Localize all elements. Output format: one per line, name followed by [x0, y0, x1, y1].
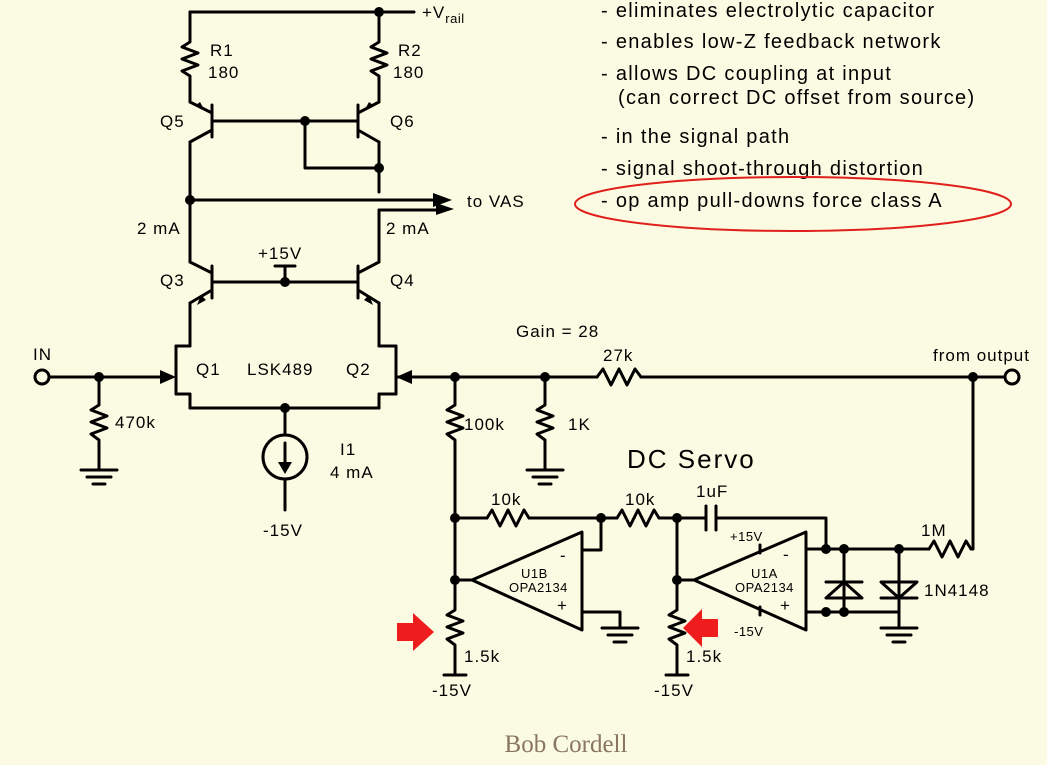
note-item: - signal shoot-through distortion: [601, 158, 924, 180]
r10k-a-label: 10k: [491, 490, 521, 509]
current-left-label: 2 mA: [137, 219, 181, 238]
r2-value: 180: [393, 63, 424, 82]
minus15-a-label: -15V: [432, 681, 472, 700]
note-item: - eliminates electrolytic capacitor: [601, 0, 936, 22]
to-vas-wire: to VAS: [185, 192, 525, 211]
u1a-plus15-label: +15V: [730, 529, 763, 544]
q4-label: Q4: [390, 271, 415, 290]
u1a-minus15-label: -15V: [734, 624, 763, 639]
vrail-rail: +Vrail: [188, 3, 465, 26]
minus15-b-label: -15V: [654, 681, 694, 700]
resistor-r1: R1 180: [180, 10, 239, 104]
transistor-q5: Q5: [160, 100, 214, 202]
u1b-label: U1B: [521, 566, 548, 581]
u1a-part-label: OPA2134: [735, 580, 794, 595]
output-terminal[interactable]: [1003, 368, 1021, 386]
red-arrow-left: [397, 613, 434, 651]
jfet-q1: Q1: [174, 344, 221, 410]
q6-label: Q6: [390, 112, 415, 131]
r1-5k-b-label: 1.5k: [686, 647, 722, 666]
q3-label: Q3: [160, 271, 185, 290]
arrow-2ma-right: [436, 203, 454, 215]
note-item: - enables low-Z feedback network: [601, 31, 942, 53]
in-label: IN: [33, 345, 52, 364]
minus15-top-label: -15V: [263, 521, 303, 540]
opamp-u1b: - + U1B OPA2134: [470, 516, 640, 644]
resistor-1m: 1M: [915, 375, 975, 559]
right-branch-current: [377, 208, 438, 264]
from-output-label: from output: [933, 346, 1030, 365]
u1b-part-label: OPA2134: [509, 580, 568, 595]
note-item: - op amp pull-downs force class A: [601, 190, 943, 212]
resistor-r2: R2 180: [369, 10, 424, 104]
current-source-i1: I1 4 mA -15V: [261, 406, 374, 540]
r27k-label: 27k: [603, 346, 633, 365]
vrail-label: +Vrail: [422, 3, 465, 26]
servo-wiring: 10k 10k 1uF: [450, 482, 828, 551]
r1-5k-a-label: 1.5k: [464, 647, 500, 666]
u1b-plus: +: [557, 596, 568, 615]
r470k-label: 470k: [115, 413, 156, 432]
red-arrow-right: [683, 609, 718, 647]
gain-label: Gain = 28: [516, 322, 599, 341]
current-right-label: 2 mA: [386, 219, 430, 238]
u1a-plus: +: [780, 596, 791, 615]
transistor-q6: Q6: [356, 100, 415, 194]
r1k-label: 1K: [568, 415, 591, 434]
cascode-bias: +15V: [210, 244, 360, 287]
notes-list: - eliminates electrolytic capacitor - en…: [574, 0, 1012, 232]
diode-label: 1N4148: [924, 581, 990, 600]
c1uf-label: 1uF: [696, 482, 728, 501]
diodes-1n4148: 1N4148: [821, 544, 990, 644]
q1-label: Q1: [196, 360, 221, 379]
r10k-b-label: 10k: [625, 490, 655, 509]
opamp-u1a: - + U1A OPA2134 +15V -15V: [692, 529, 828, 639]
q5-label: Q5: [160, 112, 185, 131]
r1m-label: 1M: [921, 521, 947, 540]
jfet-q2: Q2: [346, 344, 398, 410]
r1-value: 180: [208, 63, 239, 82]
author-credit: Bob Cordell: [505, 731, 628, 758]
i1-label: I1: [340, 440, 356, 459]
input-terminal[interactable]: [33, 368, 51, 386]
resistor-1k: 1K: [525, 375, 591, 486]
mirror-base-wiring: [210, 116, 384, 173]
dc-servo-title: DC Servo: [627, 444, 756, 474]
r1-label: R1: [210, 41, 234, 60]
resistor-100k: 100k: [445, 375, 505, 520]
note-item: - allows DC coupling at input: [601, 63, 892, 85]
note-item: (can correct DC offset from source): [618, 87, 975, 109]
note-item: - in the signal path: [601, 126, 790, 148]
to-vas-label: to VAS: [467, 192, 525, 211]
plus15-top-label: +15V: [258, 244, 302, 263]
r2-label: R2: [398, 41, 422, 60]
u1a-minus: -: [783, 545, 790, 564]
feedback-network: Gain = 28 27k from output: [394, 322, 1030, 387]
highlight-ellipse: [574, 176, 1012, 232]
q2-label: Q2: [346, 360, 371, 379]
r100k-label: 100k: [464, 415, 505, 434]
u1a-output-net: 1.5k -15V: [654, 516, 722, 700]
transistor-q3: Q3: [160, 260, 214, 305]
i1-value: 4 mA: [330, 463, 374, 482]
u1b-output-net: 1.5k -15V: [432, 516, 500, 700]
u1b-minus: -: [560, 546, 567, 565]
lsk489-label: LSK489: [247, 360, 314, 379]
u1a-label: U1A: [751, 566, 778, 581]
transistor-q4: Q4: [356, 260, 415, 305]
input-network: IN 470k: [33, 345, 176, 486]
